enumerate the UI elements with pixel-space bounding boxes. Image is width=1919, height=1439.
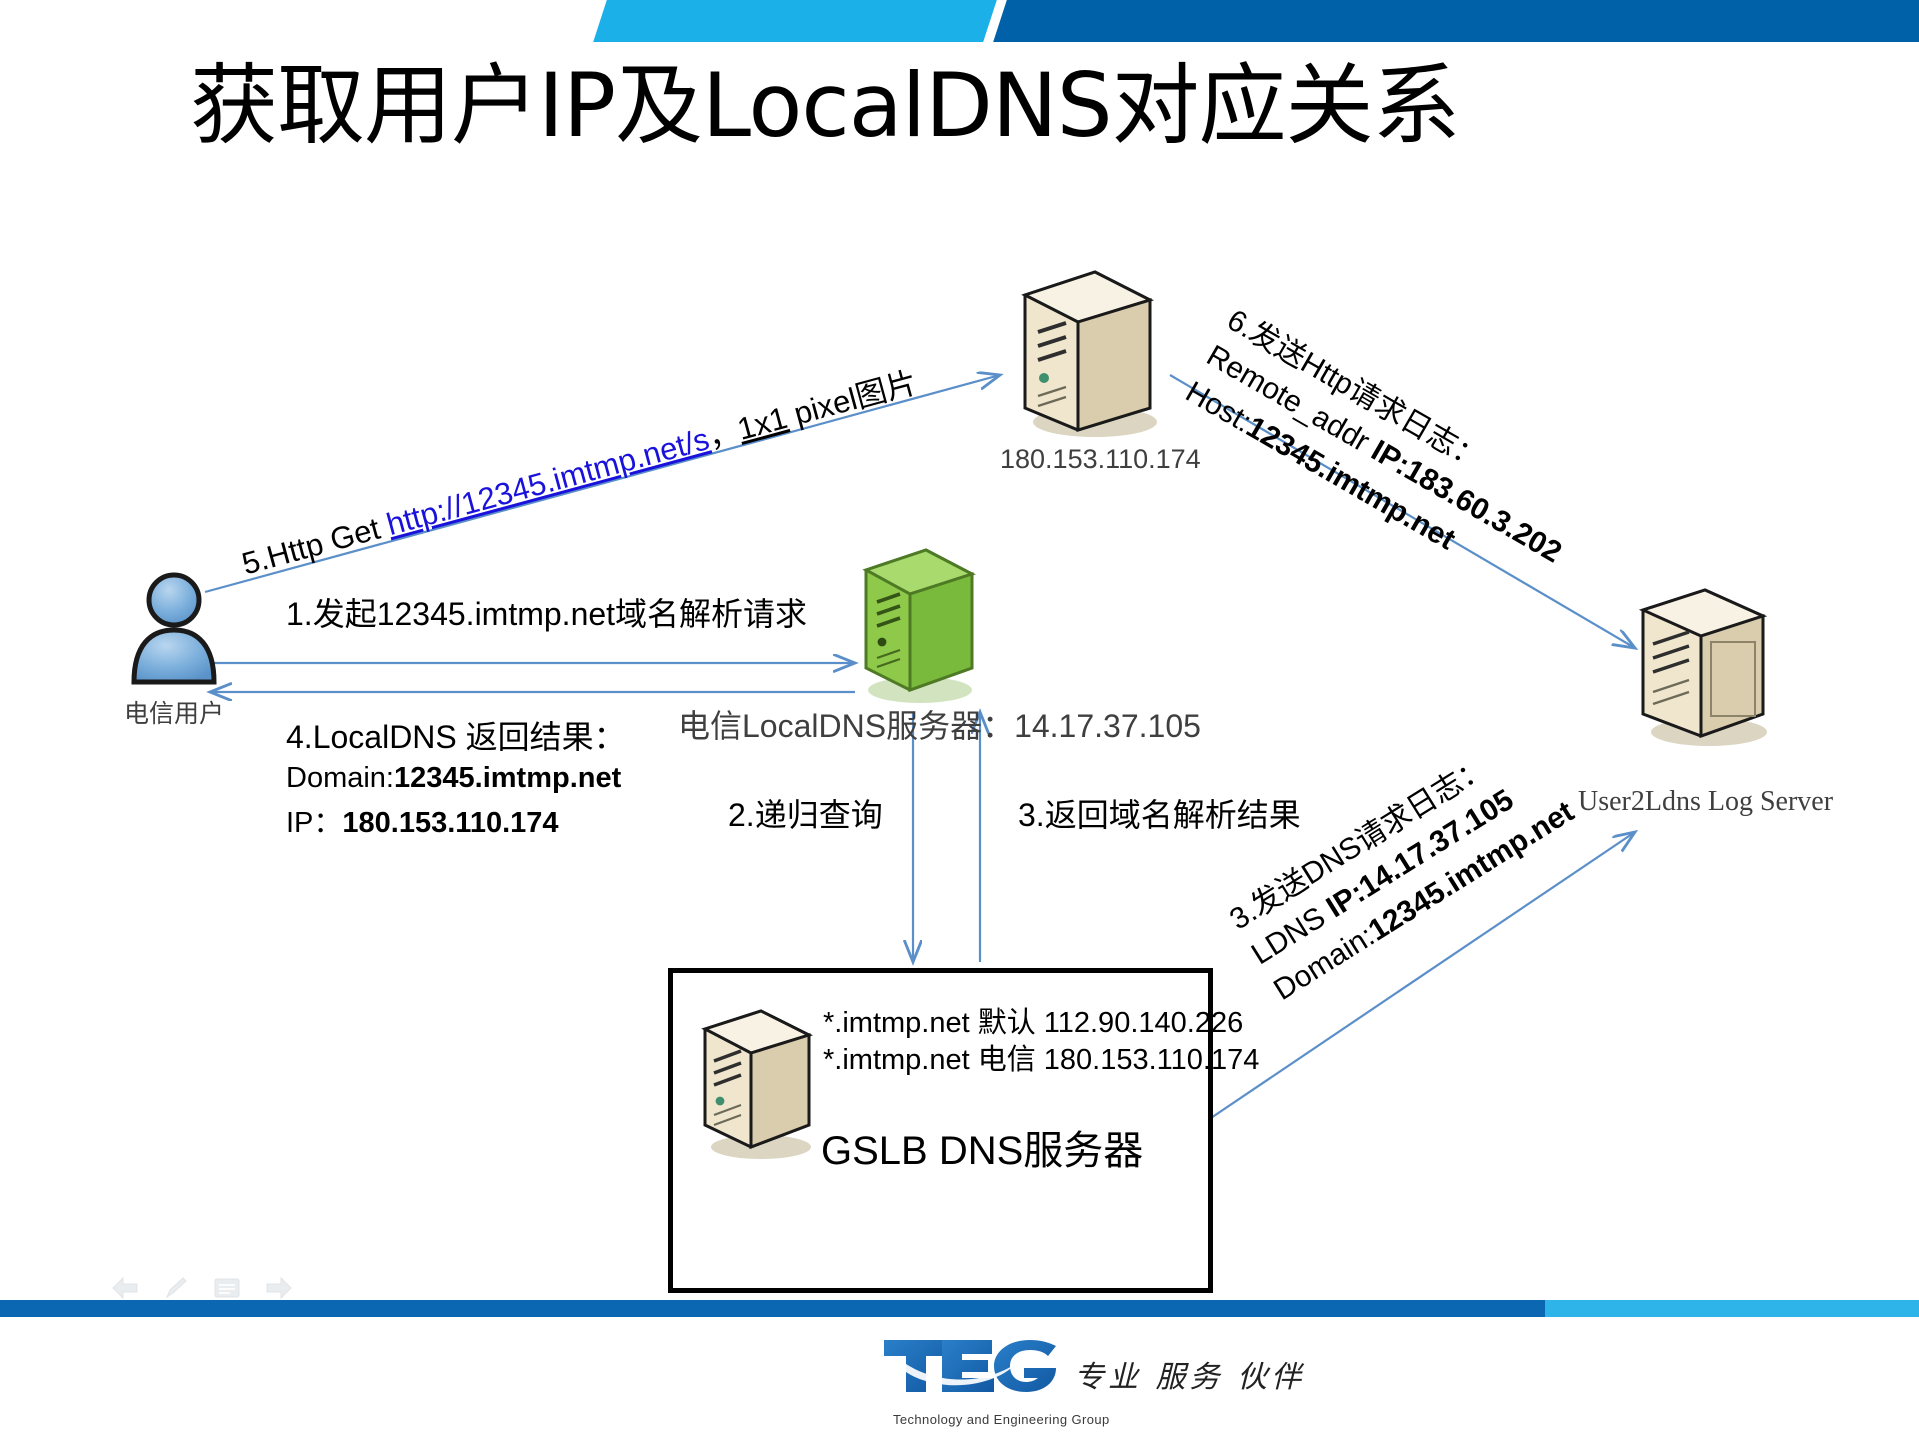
database-server-icon	[1638, 588, 1768, 746]
footer-bar-dark	[0, 1300, 1545, 1317]
flow-step4-domain-label: Domain:	[286, 762, 394, 794]
footer-bar-light	[1545, 1300, 1919, 1317]
page-title: 获取用户IP及LocalDNS对应关系	[190, 54, 1461, 157]
flow-step4-line2: Domain:12345.imtmp.net	[286, 762, 626, 795]
gslb-record-default: *.imtmp.net 默认 112.90.140.226	[823, 1007, 1244, 1039]
banner-light-shape	[593, 0, 997, 42]
flow-step4-domain-value: 12345.imtmp.net	[394, 762, 622, 794]
flow-step4-line1: 4.LocalDNS 返回结果：	[286, 719, 626, 755]
flow-step5-label: 5.Http Get http://12345.imtmp.net/s，1x1 …	[236, 357, 921, 583]
server-icon	[1021, 270, 1157, 437]
teg-logo: 专业 服务 伙伴	[880, 1334, 1305, 1396]
flow-step4-line3: IP：180.153.110.174	[286, 799, 626, 841]
user-caption: 电信用户	[124, 700, 225, 728]
gslb-title: GSLB DNS服务器	[821, 1129, 1144, 1173]
slide-nav-toolbar[interactable]	[112, 1276, 292, 1300]
teg-wordmark-icon	[884, 1340, 1056, 1392]
flow-step4-ip-label: IP：	[286, 807, 343, 839]
gslb-records: *.imtmp.net 默认 112.90.140.226 *.imtmp.ne…	[823, 1005, 1259, 1079]
flow-step4-ip-value: 180.153.110.174	[342, 807, 559, 839]
teg-slogan-en: Technology and Engineering Group	[893, 1412, 1110, 1427]
flow-step5-prefix: 5.Http Get	[238, 508, 392, 582]
green-server-icon	[862, 548, 976, 703]
localdns-caption: 电信LocalDNS服务器：14.17.37.105	[678, 708, 1201, 744]
node-localdns[interactable]	[848, 540, 983, 705]
flow-step3-return-label: 3.返回域名解析结果	[1018, 797, 1301, 833]
top-banner	[0, 0, 1919, 42]
flow-step6-block: 6.发送Http请求日志： Remote_addr IP:183.60.3.20…	[1178, 300, 1590, 609]
web-server-caption: 180.153.110.174	[1000, 444, 1201, 474]
banner-dark-shape	[993, 0, 1919, 42]
log-server-caption: User2Ldns Log Server	[1578, 786, 1834, 817]
teg-slogan-cn: 专业 服务 伙伴	[1074, 1360, 1306, 1395]
flow-step5-tail: pixel图片	[781, 364, 921, 434]
flow-step2-label: 2.递归查询	[728, 797, 883, 833]
forward-arrow-icon[interactable]	[266, 1276, 292, 1300]
node-log-server[interactable]	[1627, 580, 1777, 750]
user-avatar-icon	[131, 572, 217, 685]
node-web-server[interactable]: 180.153.110.174	[1000, 260, 1201, 475]
flow-step5-link[interactable]: http://12345.imtmp.net/s	[382, 421, 713, 543]
flow-step1-label: 1.发起12345.imtmp.net域名解析请求	[286, 596, 808, 632]
flow-step4-block: 4.LocalDNS 返回结果： Domain:12345.imtmp.net …	[286, 712, 626, 841]
flow-step3-log-block: 3.发送DNS请求日志： LDNS IP:14.17.37.105 Domain…	[1222, 721, 1582, 1010]
gslb-box[interactable]: *.imtmp.net 默认 112.90.140.226 *.imtmp.ne…	[668, 968, 1259, 1293]
flow-step6-line2: Remote_addr IP:183.60.3.202	[1199, 336, 1569, 574]
gslb-record-telecom: *.imtmp.net 电信 180.153.110.174	[823, 1044, 1260, 1077]
back-arrow-icon[interactable]	[112, 1276, 138, 1300]
pen-icon[interactable]	[164, 1276, 188, 1300]
server-icon	[701, 1009, 814, 1159]
node-user[interactable]: 电信用户	[124, 570, 224, 730]
menu-icon[interactable]	[214, 1277, 240, 1299]
